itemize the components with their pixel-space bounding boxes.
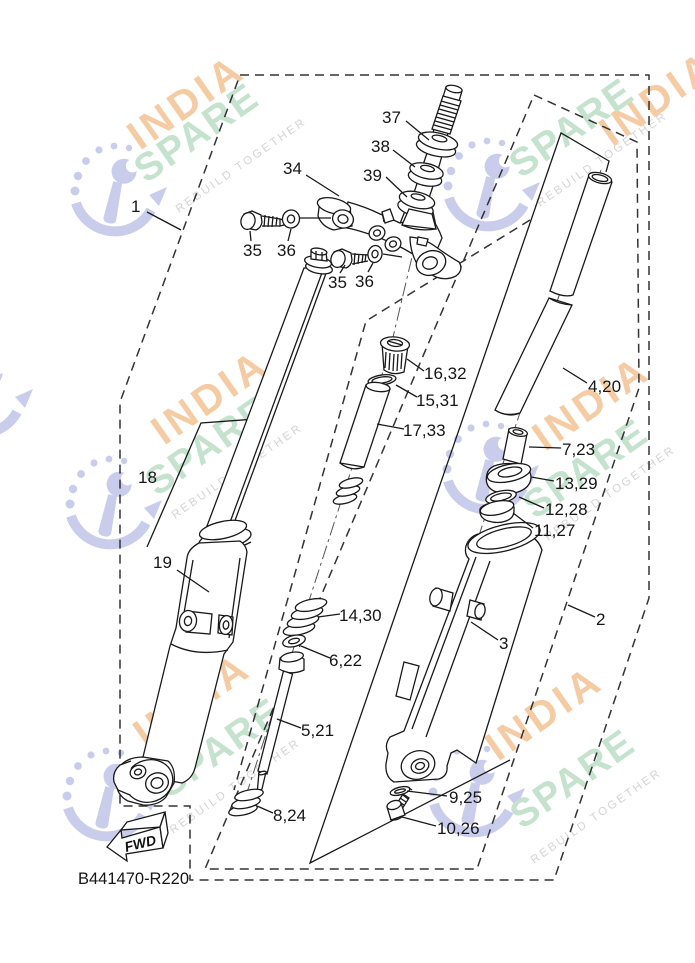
svg-text:35: 35 bbox=[328, 273, 347, 292]
svg-text:14,30: 14,30 bbox=[339, 606, 382, 625]
svg-text:12,28: 12,28 bbox=[545, 500, 588, 519]
svg-text:19: 19 bbox=[153, 553, 172, 572]
svg-text:3: 3 bbox=[499, 634, 508, 653]
svg-text:11,27: 11,27 bbox=[534, 521, 575, 540]
svg-text:6,22: 6,22 bbox=[329, 651, 362, 670]
svg-text:1: 1 bbox=[131, 197, 140, 216]
svg-text:39: 39 bbox=[363, 166, 382, 185]
svg-text:7,23: 7,23 bbox=[562, 440, 595, 459]
svg-text:37: 37 bbox=[382, 108, 401, 127]
svg-text:4,20: 4,20 bbox=[588, 377, 621, 396]
svg-text:36: 36 bbox=[277, 241, 296, 260]
svg-text:9,25: 9,25 bbox=[449, 788, 482, 807]
svg-text:8,24: 8,24 bbox=[273, 806, 306, 825]
svg-text:36: 36 bbox=[355, 272, 374, 291]
svg-text:B441470-R220: B441470-R220 bbox=[78, 870, 189, 888]
svg-text:13,29: 13,29 bbox=[555, 474, 598, 493]
svg-text:34: 34 bbox=[283, 159, 302, 178]
svg-text:10,26: 10,26 bbox=[437, 819, 480, 838]
svg-text:5,21: 5,21 bbox=[301, 721, 334, 740]
svg-text:2: 2 bbox=[596, 610, 605, 629]
svg-text:15,31: 15,31 bbox=[416, 391, 459, 410]
svg-text:17,33: 17,33 bbox=[403, 421, 446, 440]
svg-text:16,32: 16,32 bbox=[424, 364, 467, 383]
svg-text:38: 38 bbox=[371, 137, 390, 156]
svg-text:FWD: FWD bbox=[123, 832, 158, 855]
svg-text:18: 18 bbox=[138, 468, 157, 487]
svg-text:35: 35 bbox=[243, 241, 262, 260]
